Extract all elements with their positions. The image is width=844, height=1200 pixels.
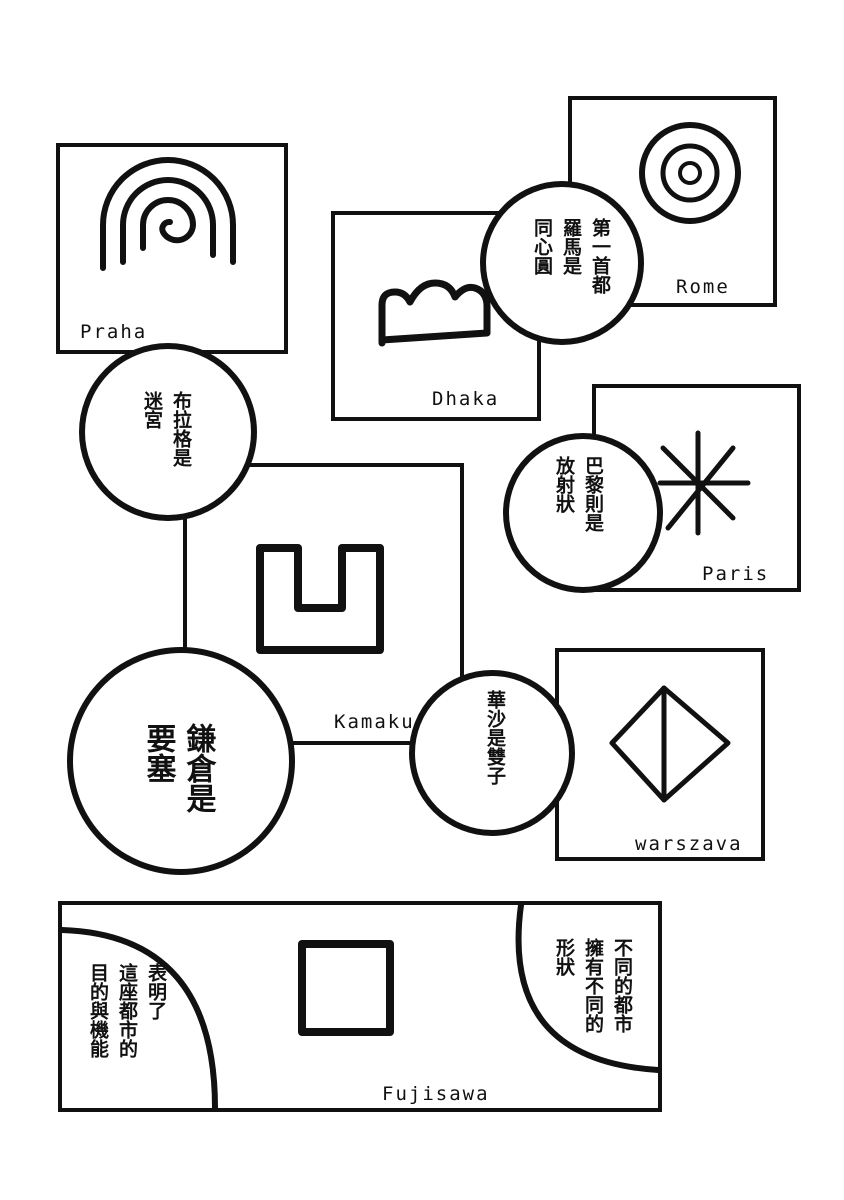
bubble-praha-col1: 布拉格是 — [170, 390, 192, 468]
panel-fujisawa-frame — [58, 901, 662, 1112]
fujisawa-text-right: 不同的都市 擁有不同的 形狀 — [553, 937, 634, 1034]
domes-icon — [378, 279, 491, 347]
panel-kamakura: Kamaku — [183, 463, 464, 745]
panel-warszava: warszava — [555, 648, 765, 861]
bubble-kamakura: 鎌倉是 要塞 — [67, 647, 295, 875]
bubble-praha-circle — [79, 343, 257, 521]
fortress-icon — [256, 544, 384, 654]
label-warszava: warszava — [635, 833, 743, 855]
label-praha: Praha — [80, 321, 147, 343]
bubble-kamakura-col2: 要塞 — [141, 723, 177, 783]
bubble-warszava: 華沙是雙子 — [409, 670, 575, 836]
panel-fujisawa: Fujisawa — [58, 901, 662, 1112]
label-dhaka: Dhaka — [432, 388, 499, 410]
bubble-rome: 第一首都 羅馬是 同心圓 — [480, 181, 644, 345]
label-fujisawa: Fujisawa — [382, 1083, 490, 1105]
label-paris: Paris — [702, 563, 769, 585]
fujisawa-text-left: 表明了 這座都市的 目的與機能 — [87, 962, 167, 1058]
bubble-rome-col3: 同心圓 — [531, 218, 553, 276]
bubble-paris-circle — [503, 433, 663, 593]
radial-star-icon — [657, 430, 751, 536]
bottom-right-col3: 形狀 — [553, 938, 575, 977]
panel-warszava-frame — [555, 648, 765, 861]
bubble-praha: 布拉格是 迷宮 — [79, 343, 257, 521]
square-icon — [298, 940, 394, 1036]
bubble-paris: 巴黎則是 放射狀 — [503, 433, 663, 593]
bubble-paris-col2: 放射狀 — [553, 455, 576, 514]
bottom-left-col2: 這座都市的 — [116, 962, 139, 1058]
curve-left — [59, 927, 218, 1111]
labyrinth-icon — [100, 157, 236, 271]
twin-diamond-icon — [609, 685, 731, 803]
concentric-circles-icon — [639, 122, 741, 224]
bottom-left-col3: 目的與機能 — [87, 963, 109, 1058]
bubble-rome-col2: 羅馬是 — [560, 218, 582, 276]
bubble-kamakura-circle — [67, 647, 295, 875]
bubble-warszava-circle — [409, 670, 575, 836]
bottom-right-col2: 擁有不同的 — [582, 937, 604, 1033]
bubble-warszava-col1: 華沙是雙子 — [484, 689, 506, 785]
label-kamakura: Kamaku — [334, 711, 415, 733]
curve-right — [515, 902, 661, 1073]
bottom-left-col1: 表明了 — [145, 962, 167, 1020]
bubble-rome-circle — [480, 181, 644, 345]
bubble-paris-col1: 巴黎則是 — [582, 456, 604, 533]
panel-praha: Praha — [56, 143, 288, 354]
bottom-right-col1: 不同的都市 — [611, 938, 634, 1034]
label-rome: Rome — [676, 276, 730, 298]
bubble-praha-col2: 迷宮 — [141, 391, 164, 430]
bubble-kamakura-col1: 鎌倉是 — [181, 723, 218, 814]
bubble-rome-col1: 第一首都 — [589, 217, 612, 294]
